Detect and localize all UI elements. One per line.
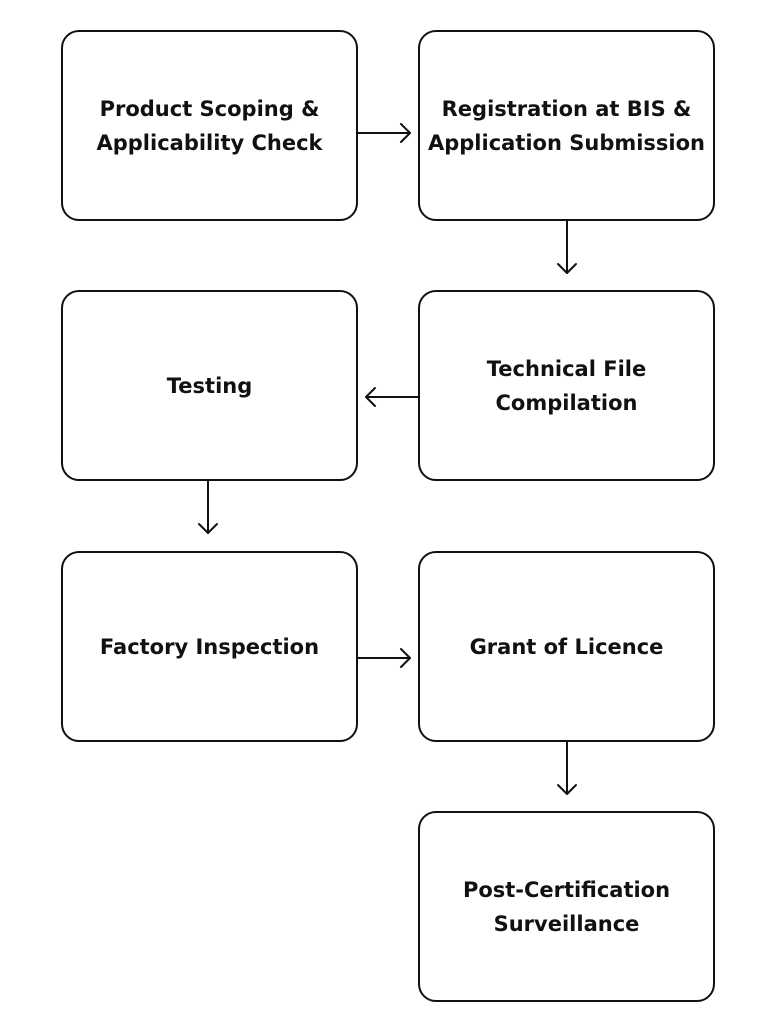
- arrow-down-icon: [557, 741, 577, 795]
- step-label: Post-Certification Surveillance: [462, 877, 671, 936]
- step-technical-file-compilation: Technical File Compilation: [418, 290, 715, 481]
- arrow-down-icon: [557, 220, 577, 274]
- step-registration-at-bis: Registration at BIS & Application Submis…: [418, 30, 715, 221]
- step-label: Product Scoping & Applicability Check: [96, 96, 323, 155]
- arrow-down-icon: [198, 480, 218, 534]
- step-label: Grant of Licence: [469, 634, 664, 659]
- step-post-certification-surveillance: Post-Certification Surveillance: [418, 811, 715, 1002]
- step-product-scoping: Product Scoping & Applicability Check: [61, 30, 358, 221]
- step-label: Factory Inspection: [99, 634, 320, 659]
- arrow-left-icon: [365, 387, 419, 407]
- step-grant-of-licence: Grant of Licence: [418, 551, 715, 742]
- step-factory-inspection: Factory Inspection: [61, 551, 358, 742]
- step-testing: Testing: [61, 290, 358, 481]
- arrow-right-icon: [357, 648, 411, 668]
- step-label: Testing: [166, 373, 253, 398]
- arrow-right-icon: [357, 123, 411, 143]
- step-label: Registration at BIS & Application Submis…: [427, 96, 706, 155]
- step-label: Technical File Compilation: [486, 356, 647, 415]
